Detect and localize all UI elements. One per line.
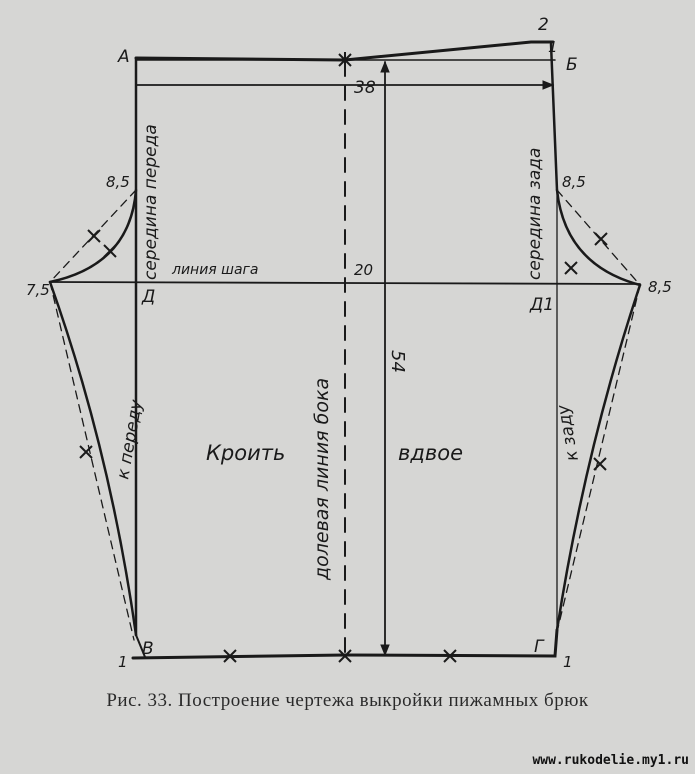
crotch-line-label: линия шага — [171, 262, 259, 278]
width-measure: 38 — [354, 78, 376, 98]
star-marks — [79, 52, 608, 663]
point-d-label: Д — [141, 287, 155, 307]
back-curve-measure: 8,5 — [562, 173, 586, 191]
point-a-label: А — [117, 47, 130, 67]
point-b-label: Б — [566, 55, 578, 75]
front-extension-measure: 7,5 — [26, 281, 50, 299]
crotch-depth-measure: 20 — [354, 261, 373, 279]
to-front-label: к переду — [113, 397, 147, 480]
crotch-line — [49, 281, 641, 285]
length-measure: 54 — [387, 350, 408, 373]
center-front-label: середина переда — [141, 124, 161, 280]
center-back-label: середина зада — [525, 148, 545, 280]
point-g-label: Г — [534, 637, 545, 657]
back-center-line — [549, 42, 559, 192]
front-inseam-dashed — [49, 281, 135, 641]
point-1-top-label: 1 — [548, 38, 558, 56]
arrow-icon — [380, 60, 555, 657]
double-label: вдвое — [398, 441, 463, 465]
pattern-drawing: А Б 2 1 В Г 1 1 Д Д1 38 20 54 8,5 8,5 7,… — [26, 15, 672, 671]
figure-caption: Рис. 33. Построение чертежа выкройки пиж… — [106, 690, 589, 711]
grain-line-label: долевая линия бока — [311, 378, 333, 581]
back-crotch-curve — [555, 188, 642, 287]
waist-line — [134, 40, 555, 62]
point-2-label: 2 — [538, 15, 549, 35]
point-v-label: В — [142, 639, 154, 659]
hem-corner-left — [135, 634, 146, 658]
point-1-left-label: 1 — [118, 653, 128, 671]
back-extension-measure: 8,5 — [648, 278, 672, 296]
watermark: www.rukodelie.my1.ru — [532, 753, 689, 768]
cut-label: Кроить — [206, 441, 285, 465]
point-d1-label: Д1 — [529, 295, 554, 315]
front-inseam — [48, 280, 138, 637]
point-1-right-label: 1 — [563, 653, 573, 671]
back-inseam — [555, 283, 642, 632]
back-inseam-dashed — [556, 284, 641, 633]
front-curve-measure: 8,5 — [106, 173, 130, 191]
